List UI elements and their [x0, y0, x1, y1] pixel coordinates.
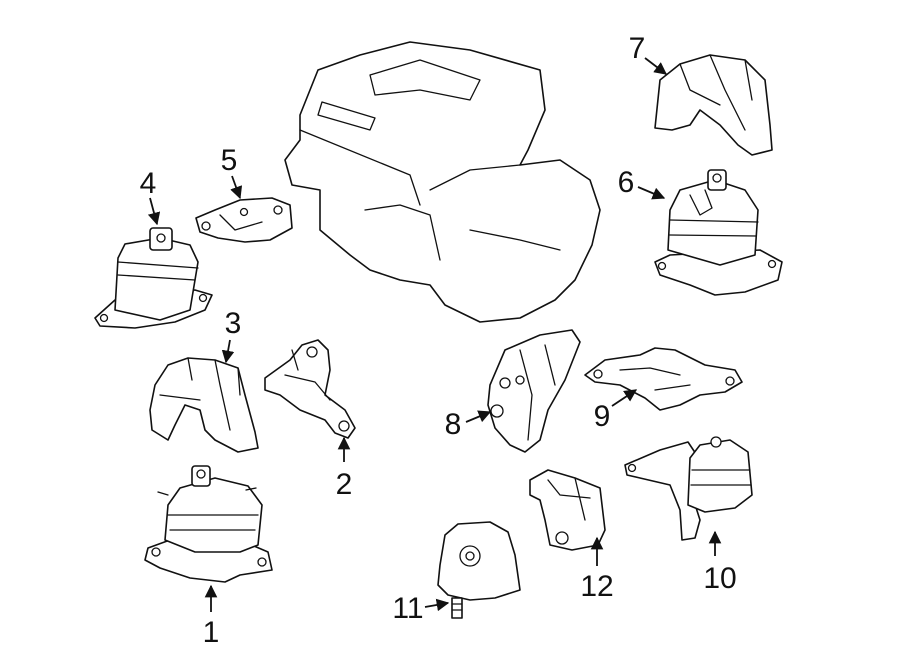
engine-outline — [284, 41, 601, 323]
callout-10: 10 — [703, 562, 736, 595]
part-5-bracket — [195, 197, 293, 243]
leader-7 — [644, 57, 668, 75]
part-10-mount — [624, 436, 753, 541]
callout-3: 3 — [225, 307, 242, 340]
part-12-bracket — [529, 469, 606, 551]
part-1-engine-mount — [144, 465, 273, 583]
leader-9 — [611, 389, 638, 407]
part-11-mount — [437, 521, 521, 619]
callout-5: 5 — [221, 144, 238, 177]
part-3-bracket — [149, 357, 259, 453]
part-7-bracket — [654, 54, 773, 156]
callout-2: 2 — [336, 468, 353, 501]
callout-labels: 1 2 3 4 5 6 7 8 9 10 11 12 — [140, 32, 737, 649]
leader-3 — [221, 339, 235, 364]
callout-12: 12 — [580, 570, 613, 603]
callout-8: 8 — [445, 408, 462, 441]
part-9-bracket — [584, 347, 743, 411]
callout-11: 11 — [392, 592, 423, 625]
leader-11 — [424, 598, 450, 612]
part-2-bracket — [264, 339, 356, 439]
callout-1: 1 — [203, 616, 220, 649]
leader-6 — [637, 186, 666, 200]
part-4-mount — [94, 227, 213, 329]
callout-4: 4 — [140, 167, 157, 200]
leader-5 — [230, 175, 243, 200]
part-8-bracket — [487, 329, 581, 453]
leader-lines — [147, 57, 722, 612]
leader-8 — [465, 410, 492, 423]
callout-7: 7 — [629, 32, 646, 65]
callout-9: 9 — [594, 400, 611, 433]
leader-4 — [147, 197, 161, 226]
part-6-mount — [654, 169, 783, 296]
callout-6: 6 — [618, 166, 635, 199]
